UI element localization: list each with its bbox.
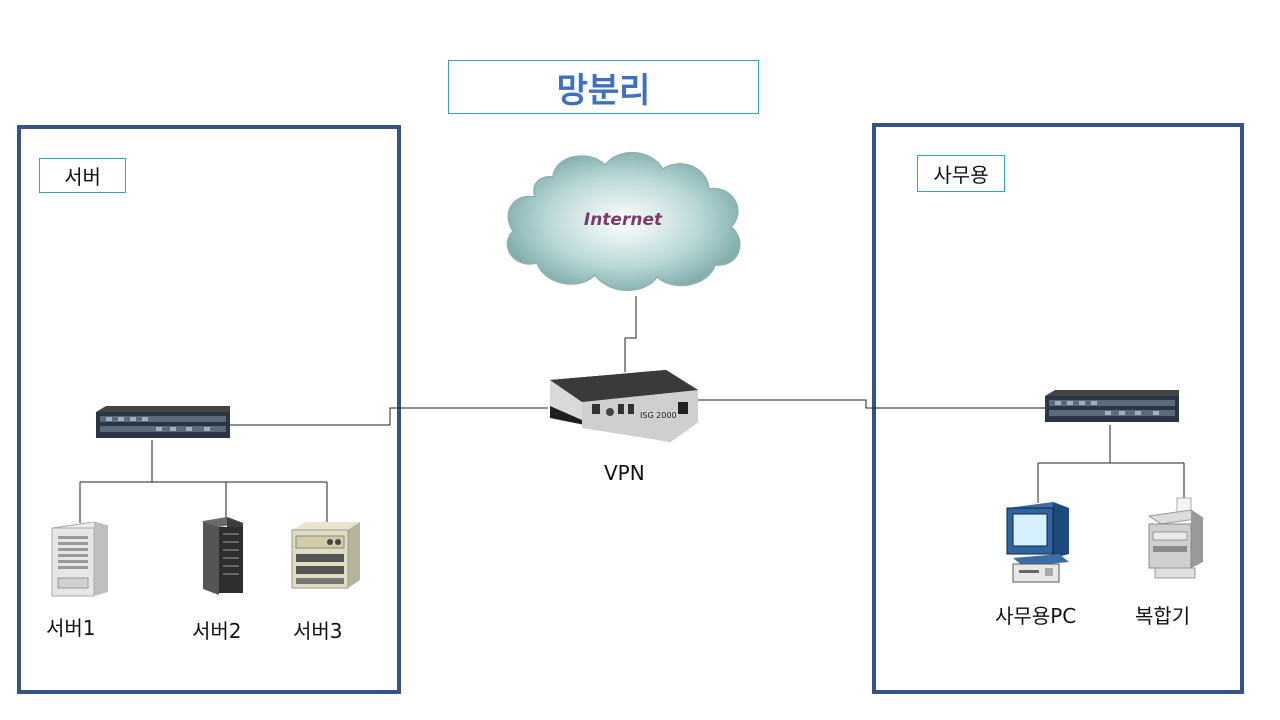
server-zone <box>17 125 401 694</box>
server2-icon <box>203 517 243 595</box>
office-pc-icon <box>1006 502 1069 583</box>
multifunction-printer-icon <box>1147 497 1205 579</box>
server2-label: 서버2 <box>192 619 242 643</box>
diagram-title: 망분리 <box>448 60 759 114</box>
server-zone-label: 서버 <box>39 158 126 193</box>
cloud-label: Internet <box>584 210 663 230</box>
vpn-device-icon: ISG 2000 <box>550 370 698 442</box>
vpn-label: VPN <box>604 461 645 485</box>
printer-label: 복합기 <box>1135 604 1191 628</box>
server1-label: 서버1 <box>46 616 96 640</box>
server1-icon <box>51 522 109 597</box>
server3-label: 서버3 <box>293 619 343 643</box>
server3-icon <box>291 522 360 589</box>
office-switch-icon <box>1045 390 1179 422</box>
internet-cloud-icon: Internet <box>506 151 741 291</box>
server-switch-icon <box>96 406 230 438</box>
office-zone-label: 사무용 <box>917 155 1005 192</box>
office-pc-label: 사무용PC <box>995 604 1077 628</box>
vpn-device-text: ISG 2000 <box>640 411 677 420</box>
